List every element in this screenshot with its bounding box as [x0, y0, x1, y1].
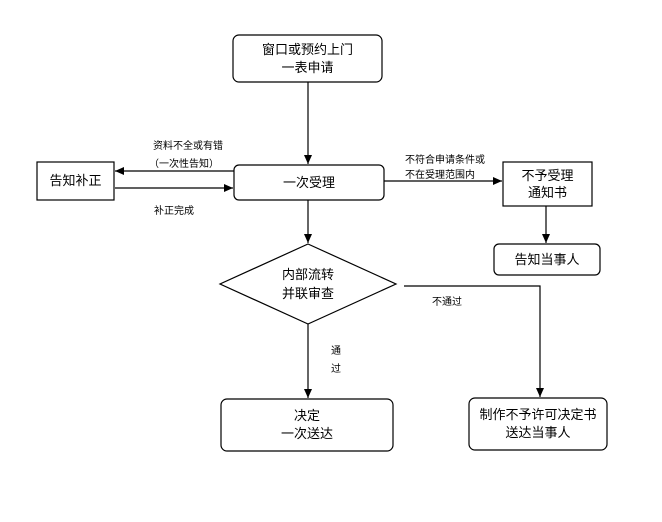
node-review: [218, 243, 398, 325]
arrow-review-to-deny: [404, 285, 544, 397]
edge-label-incomplete-line-2: （一次性告知）: [149, 157, 219, 170]
node-reject-notice-line-1: 不予受理: [521, 169, 573, 184]
node-start-line-1: 窗口或预约上门: [262, 42, 353, 58]
node-review-line-1: 内部流转: [282, 267, 334, 283]
node-inform: [493, 243, 601, 276]
edge-label-ineligible-line-2: 不在受理范围内: [405, 168, 475, 181]
edge-label-pass-line-2: 过: [331, 362, 341, 375]
node-reject-notice: [502, 161, 593, 207]
node-deny: [468, 397, 608, 451]
node-start-line-2: 一表申请: [281, 61, 333, 76]
edge-label-ineligible-line-1: 不符合申请条件或: [405, 153, 485, 166]
edge-label-not-pass: 不通过: [432, 295, 462, 308]
edge-label-incomplete-line-1: 资料不全或有错: [153, 139, 223, 152]
node-notify-fix-label: 告知补正: [49, 173, 101, 189]
node-approve-line-2: 一次送达: [281, 426, 333, 442]
node-approve-line-1: 决定: [294, 409, 320, 424]
node-start: [232, 34, 383, 83]
node-accept: [233, 164, 385, 201]
node-accept-label: 一次受理: [283, 175, 335, 191]
edge-label-pass-line-1: 通: [331, 345, 341, 357]
node-approve: [220, 398, 394, 452]
node-deny-line-2: 送达当事人: [505, 426, 570, 441]
node-deny-line-1: 制作不予许可决定书: [479, 408, 596, 423]
node-review-line-2: 并联审查: [282, 287, 334, 302]
edge-label-fixed: 补正完成: [154, 204, 194, 217]
node-notify-fix: [36, 161, 115, 201]
node-inform-label: 告知当事人: [514, 252, 579, 268]
node-reject-notice-line-2: 通知书: [528, 185, 567, 201]
